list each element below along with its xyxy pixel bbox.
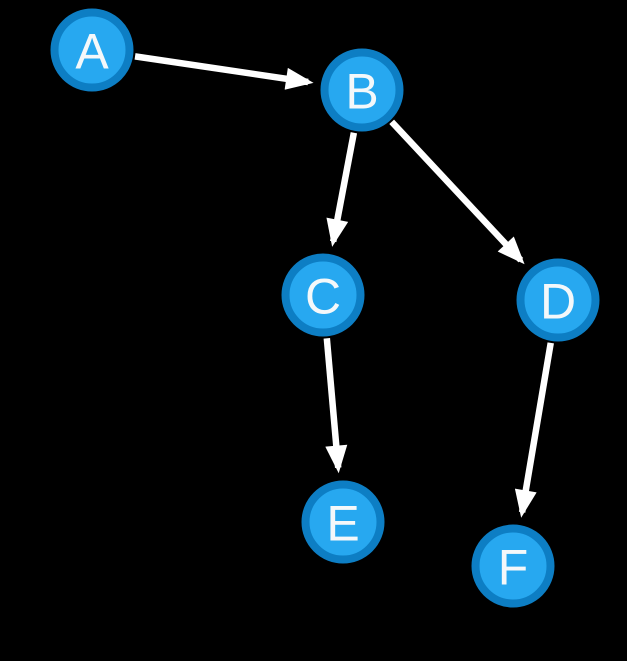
node-B-circle[interactable] [320,48,404,132]
node-E-circle[interactable] [301,480,385,564]
edge-D-F [514,342,554,518]
node-B[interactable]: B [320,48,404,132]
node-C-circle[interactable] [281,253,365,337]
node-A-circle[interactable] [50,8,134,92]
edge-C-E [323,338,348,474]
edge-B-D [389,119,525,265]
node-F[interactable]: F [471,524,555,608]
node-D-circle[interactable] [516,258,600,342]
edge-B-C [326,132,358,247]
node-D[interactable]: D [516,258,600,342]
node-E[interactable]: E [301,480,385,564]
node-C[interactable]: C [281,253,365,337]
node-A[interactable]: A [50,8,134,92]
node-F-circle[interactable] [471,524,555,608]
edge-A-B [134,53,314,90]
